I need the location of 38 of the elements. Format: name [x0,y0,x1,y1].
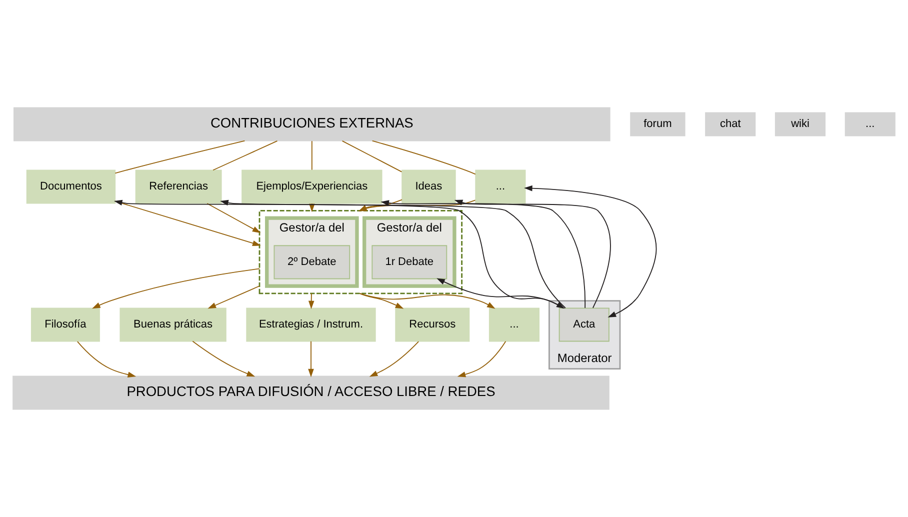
connector [372,140,476,175]
node-box: Ideas [402,170,456,204]
connector [342,140,402,172]
node-box: 2º Debate [274,245,350,280]
arrow [76,341,136,378]
arrow [308,340,314,378]
arrow [457,340,506,378]
arrow [114,200,261,246]
arrow [308,292,314,310]
node-box: 1r Debate [372,245,448,280]
node-box: ... [844,112,896,136]
node-box: Acta [558,308,610,342]
arrow [359,292,496,309]
connector [311,140,312,170]
node-box: wiki [774,112,826,136]
connector [212,140,278,171]
node-box: Recursos [395,308,470,342]
node-box: Buenas práticas [120,308,226,342]
arrow [369,341,420,377]
node-box: chat [705,112,756,136]
arrow [524,185,657,318]
arrow [92,268,260,309]
node-box: CONTRIBUCIONES EXTERNAS [13,107,610,142]
node-box: ... [488,308,540,342]
arrow [359,292,404,309]
cluster [258,210,462,294]
arrow [192,340,256,377]
node-box: Filosofía [30,308,100,342]
node-box: Estrategias / Instrum. [246,308,376,342]
node-box: ... [475,170,526,204]
arrow [206,203,261,233]
connector [114,140,246,174]
node-box: Documentos [26,170,116,204]
node-box: PRODUCTOS PARA DIFUSIÓN / ACCESO LIBRE / REDES [12,376,610,410]
node-box: Referencias [135,170,222,204]
arrow [358,199,402,212]
arrow [208,286,260,309]
node-box: forum [630,112,686,136]
